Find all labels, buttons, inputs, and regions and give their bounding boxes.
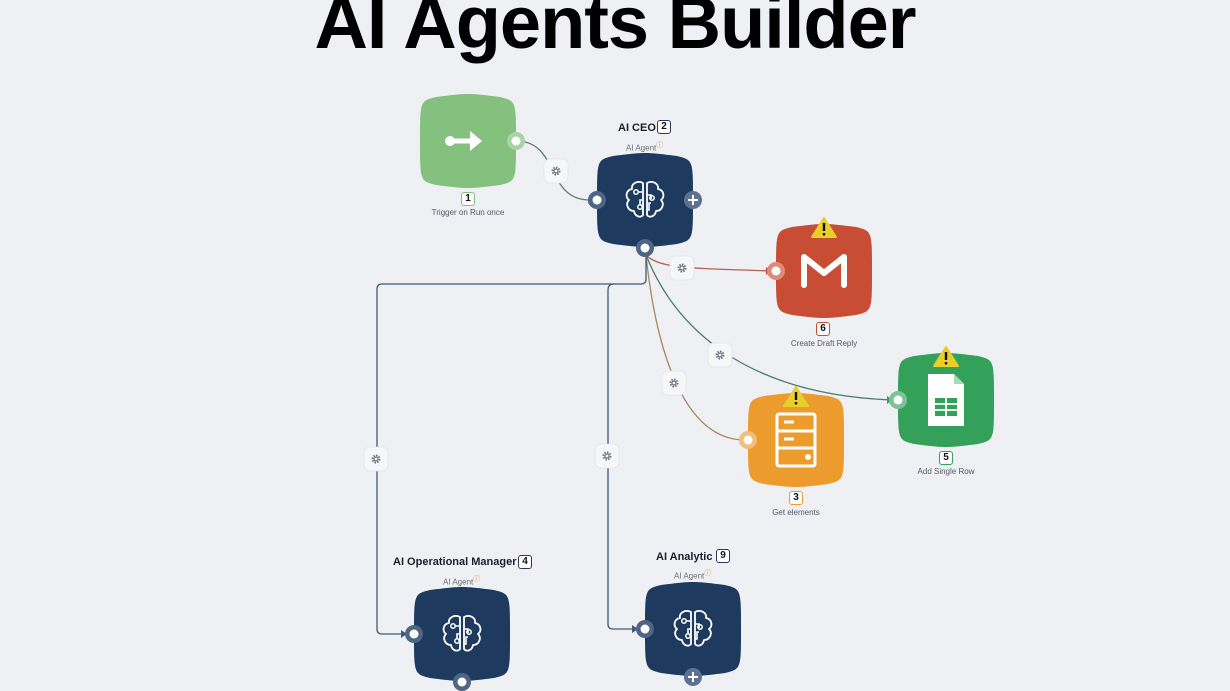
edge-ceo-to-draft-reply[interactable] <box>645 254 771 272</box>
node-number-badge: 1 <box>461 192 475 206</box>
edge-ceo-to-op-manager[interactable] <box>376 255 647 635</box>
node-number-badge: 3 <box>789 491 803 505</box>
node-number-badge: 5 <box>939 451 953 465</box>
info-icon[interactable]: ⓘ <box>473 576 481 583</box>
output-port[interactable] <box>507 132 525 150</box>
node-get-elements[interactable] <box>739 386 844 487</box>
node-number-badge: 2 <box>657 120 671 134</box>
server-icon <box>775 412 817 468</box>
node-draft-reply[interactable] <box>767 217 872 318</box>
gmail-icon <box>801 254 847 288</box>
node-label: Create Draft Reply <box>790 339 858 348</box>
agent-subtitle-text: AI Agent <box>443 577 474 587</box>
agent-subtitle: AI Agentⓘ <box>674 568 711 581</box>
node-analytic[interactable] <box>636 582 741 686</box>
node-label: Trigger on Run once <box>431 208 505 217</box>
gear-icon[interactable] <box>707 342 733 368</box>
node-add-row[interactable] <box>889 346 994 447</box>
input-port[interactable] <box>767 262 785 280</box>
spreadsheet-icon <box>928 374 964 426</box>
page-title: AI Agents Builder <box>314 0 916 64</box>
gear-icon[interactable] <box>363 446 389 472</box>
info-icon[interactable]: ⓘ <box>704 570 712 577</box>
node-trigger[interactable] <box>420 94 525 188</box>
node-ceo[interactable] <box>588 153 702 257</box>
node-label: Add Single Row <box>917 467 975 476</box>
input-port[interactable] <box>739 431 757 449</box>
agent-title: AI CEO <box>618 122 656 134</box>
agent-subtitle-text: AI Agent <box>626 143 657 153</box>
gear-icon[interactable] <box>543 158 569 184</box>
input-port[interactable] <box>889 391 907 409</box>
info-icon[interactable]: ⓘ <box>656 142 664 149</box>
edge-ceo-to-analytic[interactable] <box>607 283 637 630</box>
node-op-manager[interactable] <box>405 587 510 691</box>
add-button[interactable] <box>684 668 702 686</box>
agent-subtitle: AI Agentⓘ <box>443 574 480 587</box>
input-port[interactable] <box>405 625 423 643</box>
node-number-badge: 4 <box>518 555 532 569</box>
gear-icon[interactable] <box>594 443 620 469</box>
add-button[interactable] <box>684 191 702 209</box>
arrow-right-icon <box>445 131 482 151</box>
output-port[interactable] <box>453 673 471 691</box>
input-port[interactable] <box>636 620 654 638</box>
agent-subtitle-text: AI Agent <box>674 571 705 581</box>
gear-icon[interactable] <box>661 370 687 396</box>
node-number-badge: 9 <box>716 549 730 563</box>
output-port[interactable] <box>636 239 654 257</box>
gear-icon[interactable] <box>669 255 695 281</box>
agent-title: AI Analytic <box>656 551 713 563</box>
agent-title: AI Operational Manager <box>393 556 517 568</box>
input-port[interactable] <box>588 191 606 209</box>
node-label: Get elements <box>772 508 820 517</box>
node-number-badge: 6 <box>816 322 830 336</box>
agent-subtitle: AI Agentⓘ <box>626 140 663 153</box>
